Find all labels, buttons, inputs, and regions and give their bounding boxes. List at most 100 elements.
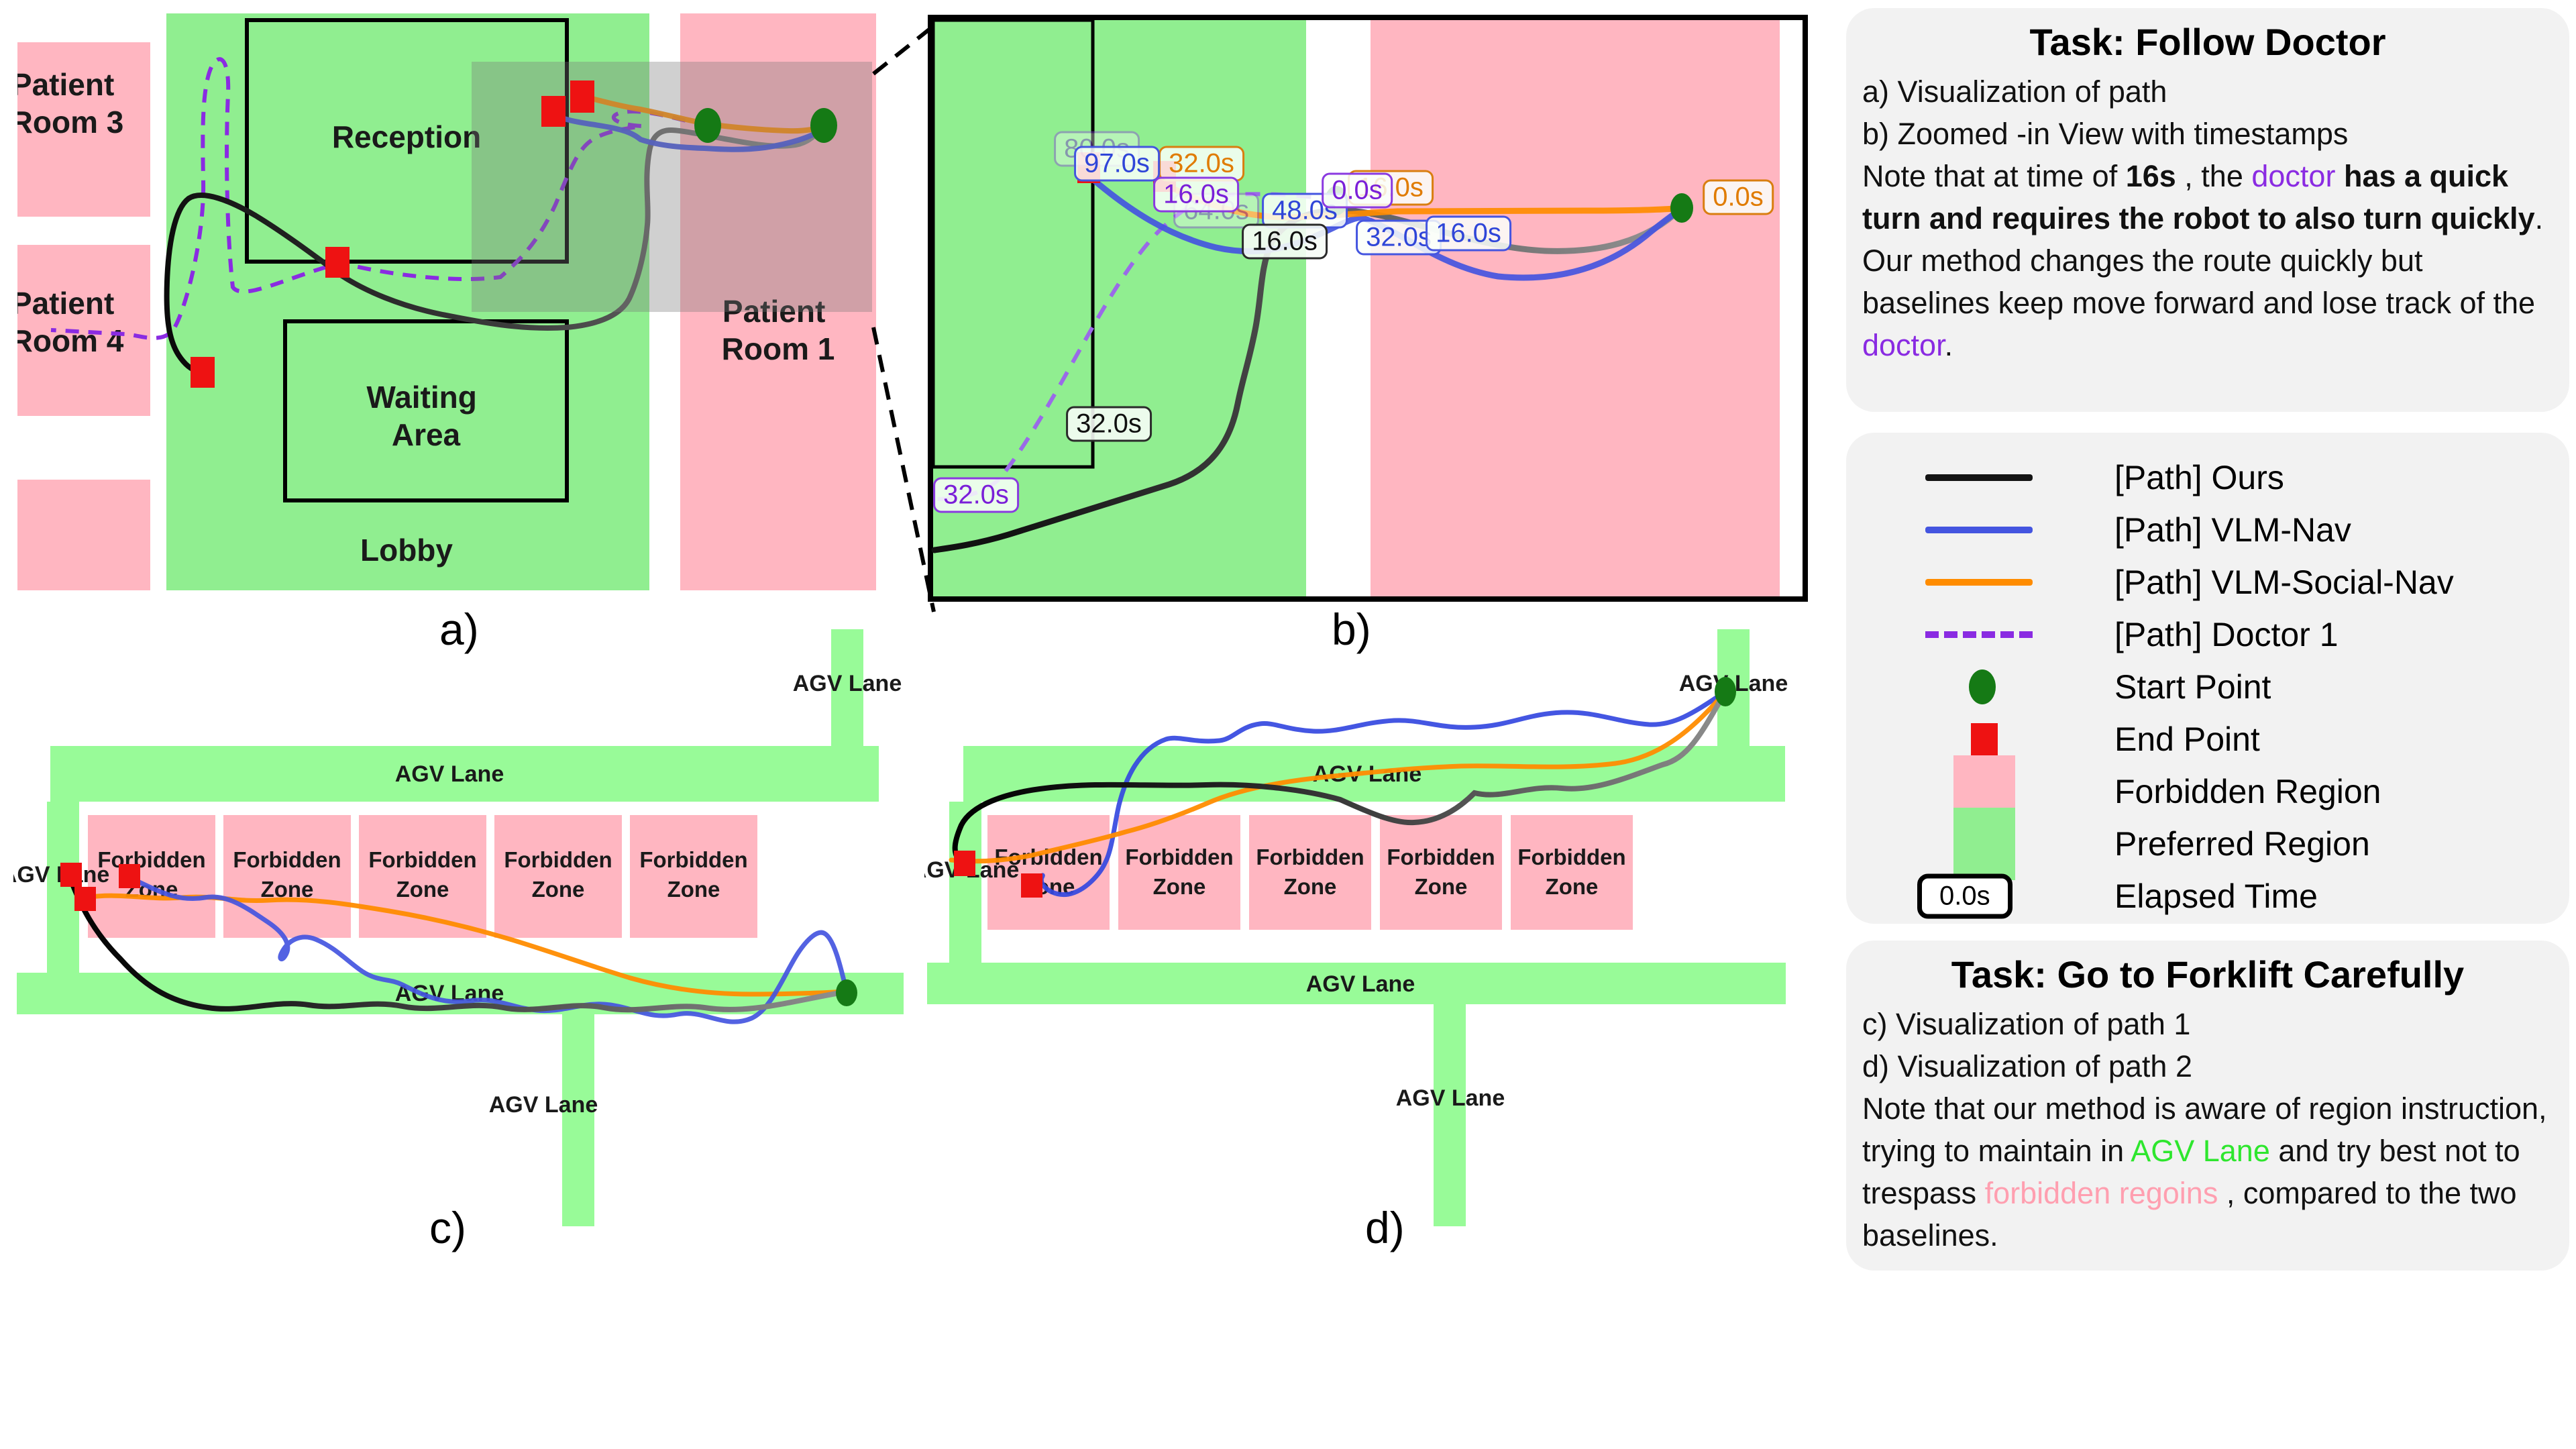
patient-room4-region: [17, 245, 150, 416]
agv-lane-label: AGV Lane: [1396, 1085, 1505, 1111]
legend-label: [Path] VLM-Social-Nav: [2114, 564, 2454, 601]
caption-c: c): [429, 1203, 466, 1252]
reception-label: Reception: [332, 119, 481, 154]
reception-outline-b: [931, 18, 1095, 469]
task2-title: Task: Go to Forklift Carefully: [1951, 953, 2465, 996]
text-segment: . Our method changes the route quickly b…: [1862, 201, 2544, 320]
forbidden-zone-region: [630, 815, 757, 938]
caption-a: a): [439, 604, 479, 654]
legend-item-swatch-green: Preferred Region: [1846, 808, 2569, 880]
square-red-icon: [1892, 713, 2093, 765]
caption-d: d): [1365, 1203, 1405, 1252]
task-forklift-card: Task: Go to Forklift Carefully c) Visual…: [1846, 941, 2569, 1271]
path-ours-d: [952, 689, 1728, 864]
task-follow-doctor-card: Task: Follow Doctor a) Visualization of …: [1846, 8, 2569, 412]
line-blue-icon: [1892, 504, 2093, 556]
path-vlmsocial-d: [949, 689, 1728, 864]
forbidden-zone-region: [987, 815, 1110, 930]
forbidden-zone-region: [1249, 815, 1371, 930]
text-segment: c) Visualization of path 1: [1862, 1007, 2191, 1041]
text-segment: doctor: [1862, 328, 1945, 362]
legend-label: Start Point: [2114, 668, 2271, 706]
forbidden-zone-region: [1380, 815, 1502, 930]
text-segment: has a quick turn and requires the robot …: [1862, 159, 2535, 235]
agv-lane-label: AGV Lane: [793, 671, 902, 696]
path-vlmnav-d: [1029, 689, 1728, 898]
timestamp-label: 32.0s: [1066, 406, 1152, 442]
swatch-green-icon: [1892, 808, 2093, 880]
text-segment: .: [1944, 328, 1953, 362]
end-point-vlmnav-a: [541, 96, 566, 127]
legend-item-line-black: [Path] Ours: [1846, 451, 2569, 504]
agv-lane-top-right-c: [831, 629, 863, 750]
end-point-ours-c: [60, 863, 82, 887]
room3-label: Patient Room 3: [11, 67, 124, 140]
path-doctor-b: [935, 192, 1337, 501]
end-point-vlmnav-c: [119, 864, 140, 888]
path-ours-c: [68, 876, 849, 1013]
timestamp-label: 16.0s: [1153, 176, 1239, 213]
forbidden-zone-region: [1118, 815, 1240, 930]
forbidden-zone-region: [88, 815, 215, 938]
end-point-ours-d: [954, 851, 975, 876]
agv-lane-label: AGV Lane: [395, 761, 504, 787]
legend-label: End Point: [2114, 720, 2260, 758]
legend-label: Forbidden Region: [2114, 773, 2381, 810]
agv-lane-top-c: [50, 746, 879, 802]
agv-lane-bottom-stub-c: [562, 1014, 594, 1226]
text-segment: [2335, 159, 2344, 193]
legend-label: Elapsed Time: [2114, 877, 2318, 915]
panel-b-timestamp-layer: 80.0s64.0s16.0s32.0s97.0s16.0s48.0s0.0s1…: [928, 15, 1808, 602]
task1-body: a) Visualization of path b) Zoomed -in Vi…: [1846, 64, 2569, 372]
text-segment: and try best not to trespass: [1862, 1134, 2520, 1210]
text-segment: , the: [2176, 159, 2252, 193]
agv-lane-bottom-stub-d: [1434, 1004, 1466, 1226]
room1-label: Patient Room 1: [722, 294, 835, 366]
legend-item-line-orange: [Path] VLM-Social-Nav: [1846, 556, 2569, 608]
timestamp-label: 0.0s: [1703, 179, 1774, 215]
path-vlmnav-c: [127, 875, 849, 1024]
agv-lane-label: AGV Lane: [1306, 971, 1415, 997]
legend-item-dot-green: Start Point: [1846, 661, 2569, 713]
legend-item-dash-purple: [Path] Doctor 1: [1846, 608, 2569, 661]
path-vlmnav-a: [551, 111, 826, 152]
line-orange-icon: [1892, 556, 2093, 608]
path-doctor-a: [50, 57, 708, 340]
agv-lane-bottom-d: [927, 963, 1786, 1004]
text-segment: forbidden regoins: [1984, 1176, 2218, 1210]
text-segment: b) Zoomed -in View with timestamps: [1862, 117, 2349, 151]
timestamp-label: 32.0s: [1159, 146, 1244, 182]
lobby-label: Lobby: [360, 533, 453, 568]
start-point-robots-b: [1670, 193, 1693, 223]
dash-purple-icon: [1892, 608, 2093, 661]
text-segment: 16s: [2125, 159, 2176, 193]
panel-b-zoomed-view: 80.0s64.0s16.0s32.0s97.0s16.0s48.0s0.0s1…: [928, 15, 1808, 602]
legend-label: Preferred Region: [2114, 825, 2370, 863]
legend-card: [Path] Ours [Path] VLM-Nav [Path] VLM-Soci…: [1846, 433, 2569, 924]
path-ours-a: [164, 123, 826, 374]
timestamp-label: 16.0s: [1426, 215, 1511, 252]
text-segment: a) Visualization of path: [1862, 74, 2167, 109]
waiting-area-outline: [283, 319, 569, 502]
forbidden-region-b: [1371, 20, 1780, 596]
end-point-ours-a: [191, 357, 215, 388]
start-point-doctor-a: [694, 108, 721, 143]
text-segment: , compared to the two baselines.: [1862, 1176, 2517, 1252]
patient-room5-region: [17, 480, 150, 590]
end-point-vlmsocial-a: [570, 80, 594, 113]
path-vlmnav-b: [1085, 172, 1685, 281]
legend-label: [Path] VLM-Nav: [2114, 511, 2351, 549]
end-point-vlmnav-d: [1021, 873, 1042, 898]
end-point-mid-a: [325, 247, 350, 278]
text-segment: AGV Lane: [2131, 1134, 2270, 1168]
timestamp-label: 16.0s: [1242, 223, 1328, 260]
legend-label: [Path] Doctor 1: [2114, 616, 2339, 653]
